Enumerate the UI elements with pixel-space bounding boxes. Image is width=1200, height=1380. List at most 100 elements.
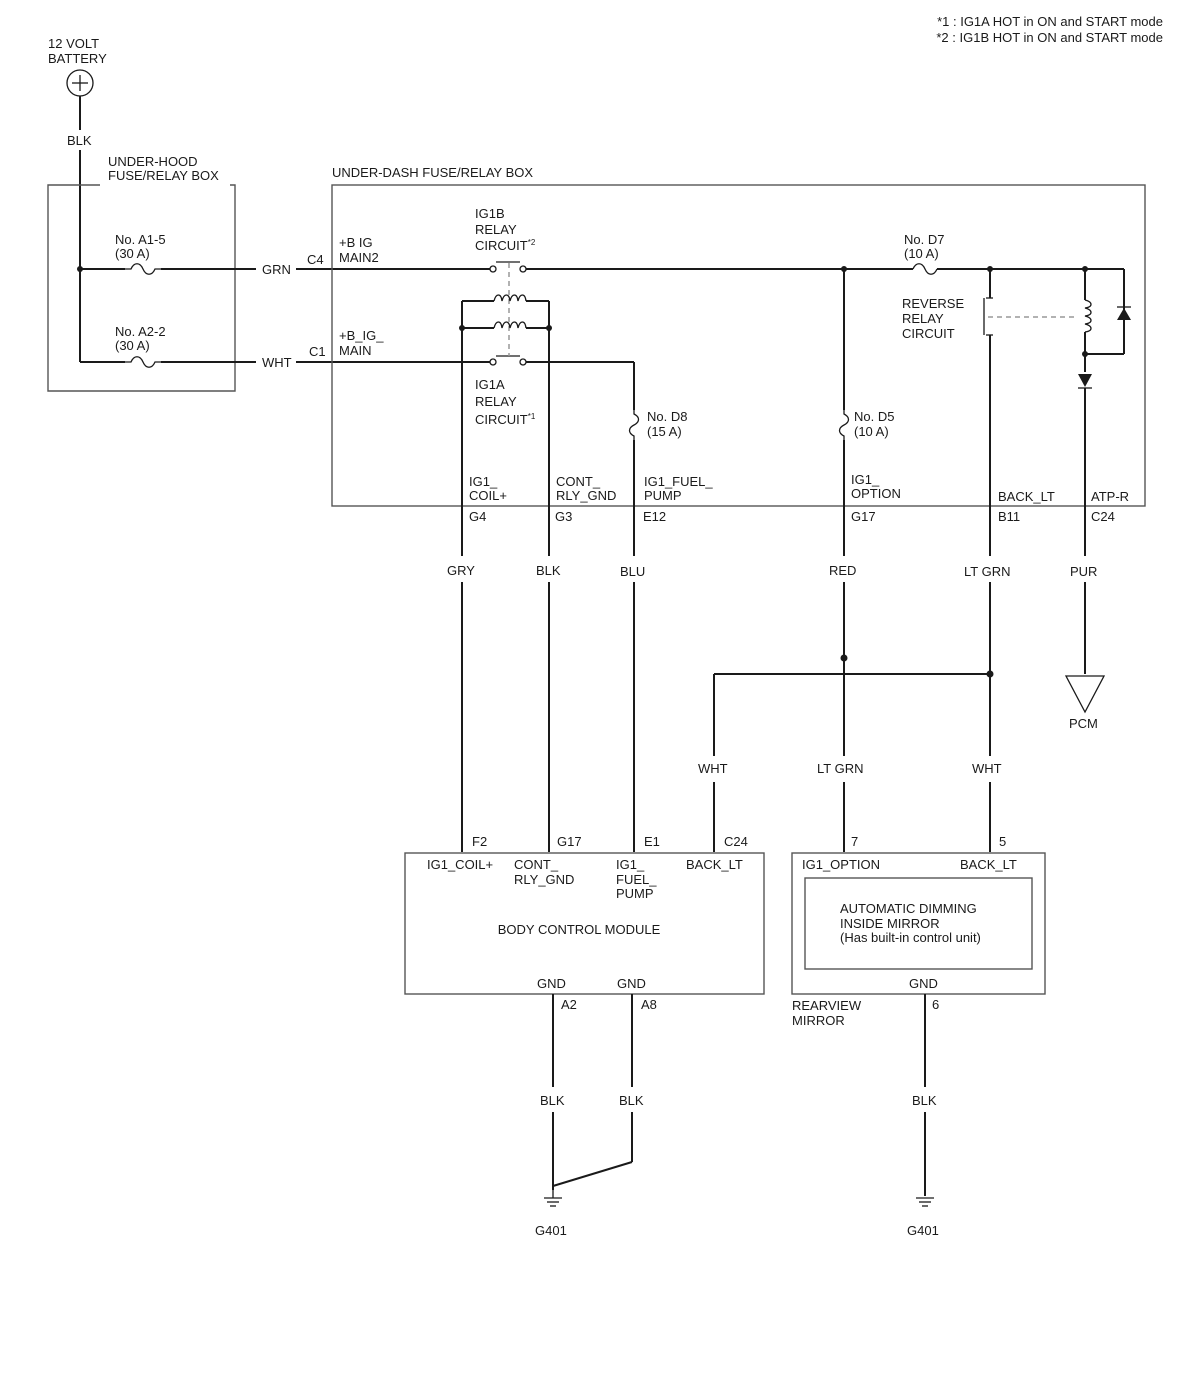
bcm-gnd-label: GND: [617, 976, 646, 991]
bcm-gnd-label: GND: [537, 976, 566, 991]
ig1b-relay-coil: [493, 294, 527, 302]
wire-color-wht: WHT: [262, 355, 292, 370]
battery: 12 VOLT BATTERY BLK: [48, 36, 107, 148]
wire-color-grn: GRN: [262, 262, 291, 277]
fuse-a1-5-rating: (30 A): [115, 246, 150, 261]
bcm-pin-label: PUMP: [616, 886, 654, 901]
wire-color-blk: BLK: [912, 1093, 937, 1108]
ground-symbol: [916, 1197, 934, 1207]
diode-symbol: [1117, 308, 1131, 320]
fuse-d5-label: No. D5: [854, 409, 894, 424]
ig1a-relay-label: CIRCUIT*1: [475, 412, 536, 427]
ig1a-relay-coil: [493, 321, 527, 329]
terminal-label: OPTION: [851, 486, 901, 501]
ig1b-relay-label: CIRCUIT*2: [475, 238, 536, 253]
footnote-2: *2 : IG1B HOT in ON and START mode: [936, 30, 1163, 45]
underdash-fuse-box: UNDER-DASH FUSE/RELAY BOX C4 C1 +B IG MA…: [307, 165, 1146, 507]
bcm-pin-label: IG1_COIL+: [427, 857, 493, 872]
mirror-name: MIRROR: [792, 1013, 845, 1028]
terminal-label: ATP-R: [1091, 489, 1129, 504]
fuse-d7-rating: (10 A): [904, 246, 939, 261]
underhood-fuse-box: UNDER-HOOD FUSE/RELAY BOX No. A1-5 (30 A…: [47, 154, 236, 392]
wire-color-wht: WHT: [698, 761, 728, 776]
mirror-inner-label: INSIDE MIRROR: [840, 916, 940, 931]
reverse-relay-coil: [1084, 299, 1092, 333]
ground-label-g401: G401: [535, 1223, 567, 1238]
footnote-1: *1 : IG1A HOT in ON and START mode: [937, 14, 1163, 29]
ig1a-relay-label: IG1A: [475, 377, 505, 392]
pcm-label: PCM: [1069, 716, 1098, 731]
bcm-pin-label: RLY_GND: [514, 872, 574, 887]
wire-color-red: RED: [829, 563, 856, 578]
battery-wire-color: BLK: [67, 133, 92, 148]
fuse-d8-symbol: [628, 410, 640, 440]
bcm-pin-label: IG1_: [616, 857, 645, 872]
fuse-a2-2-label: No. A2-2: [115, 324, 166, 339]
wire-color-blk: BLK: [619, 1093, 644, 1108]
ig1b-relay-contact: [489, 265, 497, 273]
wire-color-blk: BLK: [540, 1093, 565, 1108]
wire-color-pur: PUR: [1070, 564, 1097, 579]
terminal-label: RLY_GND: [556, 488, 616, 503]
ig1a-relay-contact: [519, 358, 527, 366]
pin-number: 6: [932, 997, 939, 1012]
pin-number: G3: [555, 509, 572, 524]
wire-color-gry: GRY: [447, 563, 475, 578]
underdash-box-label: UNDER-DASH FUSE/RELAY BOX: [332, 165, 533, 180]
fuse-d7-label: No. D7: [904, 232, 944, 247]
pin-number: C24: [1091, 509, 1115, 524]
pin-number: E1: [644, 834, 660, 849]
pin-number: 5: [999, 834, 1006, 849]
ig1a-relay-contact: [489, 358, 497, 366]
pin-number: A2: [561, 997, 577, 1012]
terminal-label: IG1_: [469, 474, 498, 489]
ig1a-relay-label: RELAY: [475, 394, 517, 409]
fuse-d5-symbol: [838, 410, 850, 440]
terminal-main2-label: +B IG: [339, 235, 373, 250]
bcm-title: BODY CONTROL MODULE: [498, 922, 661, 937]
pin-number: A8: [641, 997, 657, 1012]
terminal-main-label: +B_IG_: [339, 328, 384, 343]
bcm-pin-label: BACK_LT: [686, 857, 743, 872]
mirror-pin-label: IG1_OPTION: [802, 857, 880, 872]
fuse-d5-rating: (10 A): [854, 424, 889, 439]
pin-number: F2: [472, 834, 487, 849]
reverse-relay-label: CIRCUIT: [902, 326, 955, 341]
wire-color-wht: WHT: [972, 761, 1002, 776]
wire-color-blk: BLK: [536, 563, 561, 578]
wire-color-ltgrn: LT GRN: [964, 564, 1010, 579]
terminal-label: IG1_: [851, 472, 880, 487]
fuse-a1-5-label: No. A1-5: [115, 232, 166, 247]
fuse-a2-2-symbol: [125, 356, 161, 368]
battery-label: 12 VOLT: [48, 36, 99, 51]
fuse-d8-label: No. D8: [647, 409, 687, 424]
terminal-label: COIL+: [469, 488, 507, 503]
pcm-connector: PCM: [1064, 675, 1106, 731]
diode-symbol: [1078, 374, 1092, 387]
bcm-pin-label: CONT_: [514, 857, 559, 872]
mirror-inner-label: AUTOMATIC DIMMING: [840, 901, 977, 916]
mirror-name: REARVIEW: [792, 998, 862, 1013]
ig1b-relay-label: IG1B: [475, 206, 505, 221]
ig1b-relay-contact: [519, 265, 527, 273]
reverse-relay-label: RELAY: [902, 311, 944, 326]
pin-number: C24: [724, 834, 748, 849]
fuse-d8-rating: (15 A): [647, 424, 682, 439]
bcm-pin-label: FUEL_: [616, 872, 657, 887]
terminal-label: CONT_: [556, 474, 601, 489]
pcm-triangle: [1064, 675, 1106, 714]
wire-color-ltgrn: LT GRN: [817, 761, 863, 776]
wire-color-blu: BLU: [620, 564, 645, 579]
reverse-relay-label: REVERSE: [902, 296, 964, 311]
pin-number: G4: [469, 509, 486, 524]
underhood-box-label: FUSE/RELAY BOX: [108, 168, 219, 183]
pin-number: G17: [557, 834, 582, 849]
terminal-label: PUMP: [644, 488, 682, 503]
body-control-module: F2 G17 E1 C24 IG1_COIL+ CONT_ RLY_GND IG…: [404, 834, 765, 995]
connector-c1: C1: [309, 344, 326, 359]
ig1b-relay-label: RELAY: [475, 222, 517, 237]
pin-number: 7: [851, 834, 858, 849]
pin-number: G17: [851, 509, 876, 524]
terminal-label: BACK_LT: [998, 489, 1055, 504]
